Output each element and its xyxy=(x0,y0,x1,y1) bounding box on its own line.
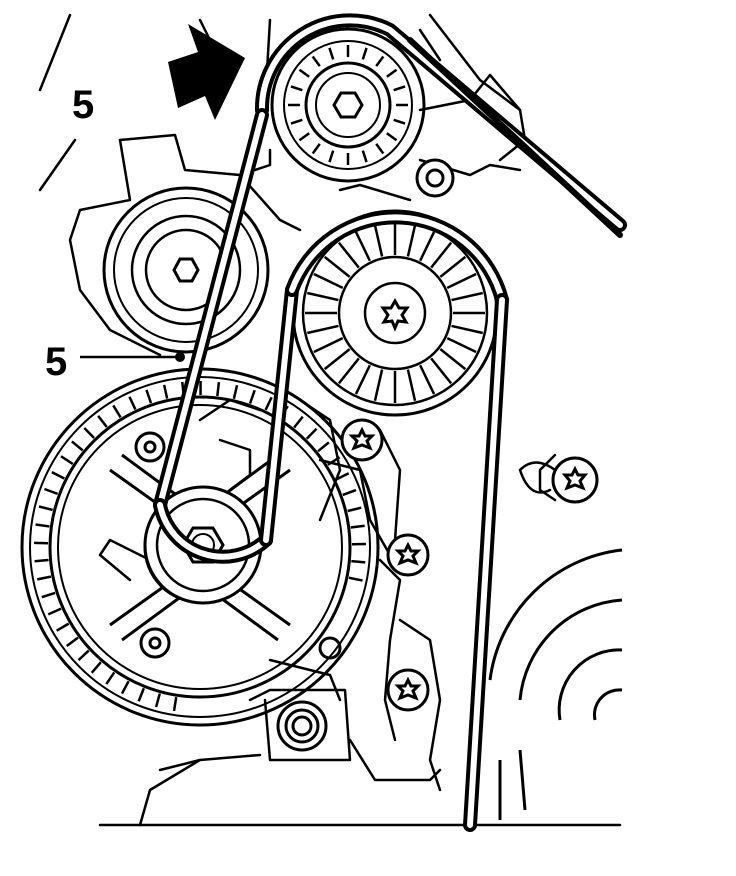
tensioner-rib xyxy=(439,348,467,371)
tensioner-rib xyxy=(354,231,371,262)
tensioner-rib xyxy=(439,255,467,278)
idler-tooth xyxy=(290,118,303,125)
crank-rim-mark xyxy=(120,680,130,695)
tensioner-rib xyxy=(373,224,384,257)
tensioner-rib xyxy=(337,241,360,269)
crank-rim-mark xyxy=(335,472,350,481)
crank-rim-mark xyxy=(105,671,116,685)
torx-bolts xyxy=(276,158,599,752)
idler-tooth xyxy=(393,118,406,125)
tensioner-rib xyxy=(446,272,477,289)
idler-tooth xyxy=(311,55,321,67)
crank-rim-mark xyxy=(112,404,122,419)
tensioner-rib xyxy=(323,255,351,278)
tensioner-rib xyxy=(354,364,371,395)
crank-rim-mark xyxy=(34,558,49,563)
tensioner-ribs xyxy=(305,223,485,403)
idler-tooth xyxy=(361,47,368,60)
tensioner-rib xyxy=(406,224,417,257)
top-idler-teeth xyxy=(288,45,408,165)
crank-rim-mark xyxy=(35,523,50,528)
crank-rim-mark xyxy=(77,649,90,662)
top-idler-pulley xyxy=(270,27,426,183)
callout-dot xyxy=(175,352,185,362)
crank-rim-mark xyxy=(66,636,79,648)
tensioner-rib xyxy=(406,369,417,402)
crank-rim-mark xyxy=(51,471,65,480)
idler-tooth xyxy=(298,132,310,142)
large-pulley-right xyxy=(488,548,623,820)
tensioner-rib xyxy=(446,337,477,354)
crank-rim-mark xyxy=(38,505,53,512)
tensioner-rib xyxy=(373,369,384,402)
tensioner-rib xyxy=(451,291,484,302)
crank-rim-mark xyxy=(342,488,357,497)
tensioner-rib xyxy=(323,348,351,371)
idler-tooth xyxy=(393,85,406,92)
crank-rim-mark xyxy=(60,455,74,465)
crank-rim-mark xyxy=(350,524,365,529)
callout-label-top: 5 xyxy=(72,83,94,127)
crank-rim-mark xyxy=(305,427,318,440)
crank-rim-mark xyxy=(56,622,70,632)
crank-rim-mark xyxy=(327,456,341,466)
idler-tooth xyxy=(290,85,303,92)
crank-rim-mark xyxy=(154,693,161,708)
crank-rim-mark xyxy=(83,427,95,439)
drive-belt xyxy=(153,13,627,832)
idler-tooth xyxy=(386,68,398,78)
crank-rim-mark xyxy=(90,661,102,674)
idler-tooth xyxy=(328,150,335,163)
crank-rim-mark xyxy=(128,396,137,410)
crank-rim-mark xyxy=(348,576,363,582)
crank-pulley-marks xyxy=(34,380,366,712)
idler-tooth xyxy=(375,143,385,155)
crank-rim-mark xyxy=(347,506,362,513)
crank-rim-mark xyxy=(216,381,221,397)
tensioner-rib xyxy=(313,337,344,354)
tensioner-rib xyxy=(419,364,436,395)
crank-rim-mark xyxy=(137,687,146,702)
tensioner-rib xyxy=(306,291,339,302)
crank-rim-mark xyxy=(232,384,239,400)
crank-rim-mark xyxy=(317,441,330,453)
idler-tooth xyxy=(298,68,310,78)
idler-tooth xyxy=(361,150,368,163)
crank-rim-mark xyxy=(172,696,178,712)
crank-rim-mark xyxy=(41,591,56,599)
crank-hub xyxy=(143,485,263,605)
crank-rim-mark xyxy=(293,415,304,429)
tensioner-rib xyxy=(337,357,360,385)
idler-tooth xyxy=(386,132,398,142)
crank-rim-mark xyxy=(351,559,366,564)
crank-rim-mark xyxy=(44,487,59,496)
torx-bolt-tensioner xyxy=(380,297,410,332)
crank-rim-mark xyxy=(248,389,256,404)
tensioner-rib xyxy=(419,231,436,262)
tensioner-rib xyxy=(430,241,453,269)
tensioner-rib xyxy=(306,324,339,335)
crank-pulley-holes xyxy=(134,431,342,660)
idler-tooth xyxy=(328,47,335,60)
idler-tooth xyxy=(375,55,385,67)
crank-rim-mark xyxy=(36,575,52,581)
rotation-direction-arrow xyxy=(168,24,245,120)
crank-rim-mark xyxy=(97,415,108,428)
crank-rim-mark xyxy=(47,607,62,616)
crank-rim-mark xyxy=(162,384,169,399)
tensioner-rib xyxy=(451,324,484,335)
crank-rim-mark xyxy=(264,396,273,411)
tensioner-rib xyxy=(430,357,453,385)
callout-label-middle: 5 xyxy=(45,340,67,384)
tensioner-rib xyxy=(313,272,344,289)
crank-rim-mark xyxy=(71,440,84,452)
idler-tooth xyxy=(311,143,321,155)
crank-rim-mark xyxy=(145,389,153,404)
